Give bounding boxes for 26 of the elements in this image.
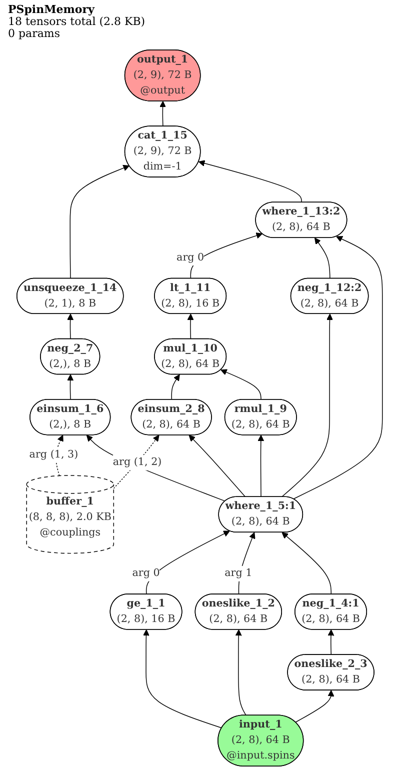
arrow [282, 314, 334, 498]
arrow [160, 100, 166, 127]
summary-text: 18 tensors total (2.8 KB) [8, 16, 146, 28]
arrow [143, 629, 223, 728]
arrow [188, 314, 194, 340]
arrow [189, 434, 246, 498]
arrow [293, 236, 384, 500]
arrow [314, 238, 331, 279]
arrow [172, 374, 180, 400]
arrow [70, 164, 130, 279]
edge-label: arg 0 [132, 567, 160, 580]
summary-text: 0 params [8, 28, 61, 40]
arrow [198, 160, 302, 203]
arrow [328, 629, 335, 656]
arrow [282, 532, 332, 595]
arrow [220, 369, 262, 400]
edge-label: arg 0 [176, 252, 204, 264]
diagram-title: PSpinMemory [8, 4, 96, 16]
arrow [296, 690, 335, 723]
arrow [67, 374, 74, 400]
arrow [236, 629, 247, 716]
edge-label: arg (1, 2) [113, 456, 162, 468]
arrow [258, 434, 264, 498]
edge-label: arg (1, 3) [30, 448, 78, 461]
arrow [67, 314, 74, 340]
edge-label: arg 1 [224, 567, 253, 580]
